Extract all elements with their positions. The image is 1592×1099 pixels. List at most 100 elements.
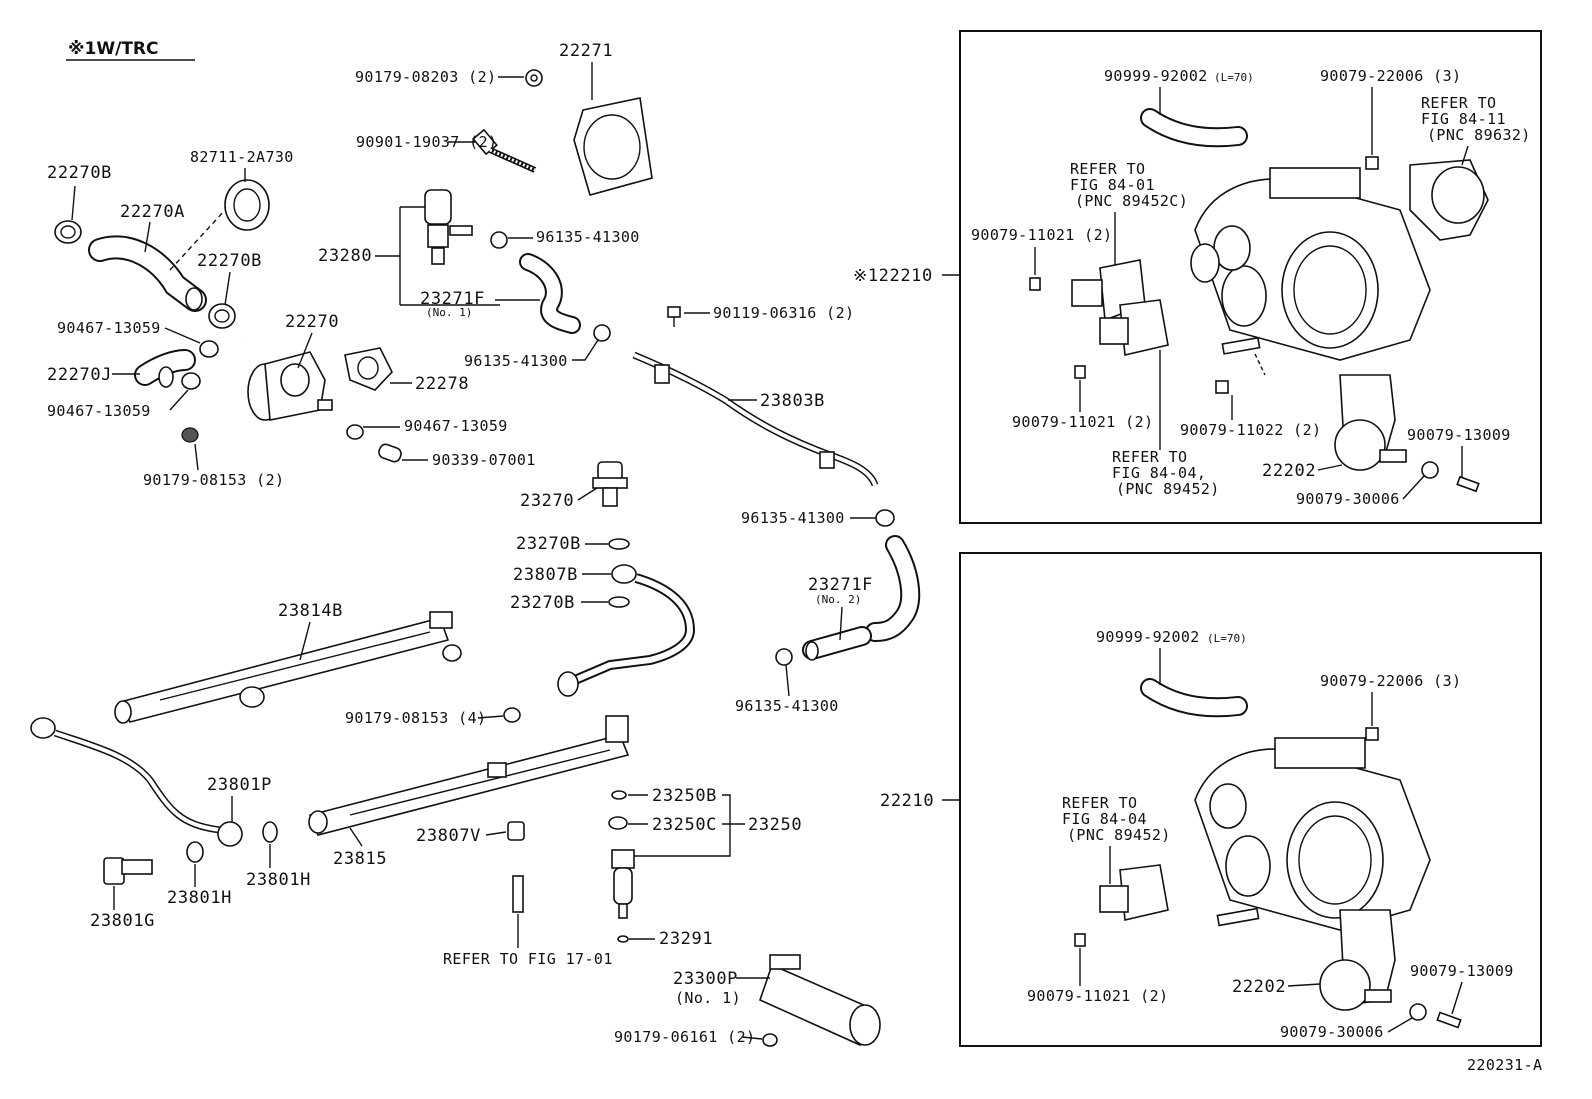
bolt-23801g [103, 857, 153, 885]
detail-box-upper [959, 30, 1542, 524]
upper-label-90999-note: (L=70) [1214, 71, 1254, 84]
label-90339-07001: 90339-07001 [432, 451, 536, 469]
label-23291: 23291 [659, 929, 713, 949]
lower-refer-84-04-l3: (PNC 89452) [1067, 826, 1171, 844]
leader-22270b-a [71, 185, 76, 221]
gasket-22271 [573, 97, 653, 196]
label-23807v: 23807V [416, 826, 481, 846]
union-23807b [557, 564, 696, 697]
upper-refer-84-11-l2: FIG 84-11 [1421, 110, 1506, 128]
screw-90079-11021-upper-a [1029, 277, 1041, 291]
label-23803b: 23803B [760, 391, 825, 411]
label-90901-19037: 90901-19037 (2) [356, 133, 497, 151]
leader-90467-a [164, 327, 201, 344]
dashed-leader-upper [1254, 353, 1266, 376]
label-96135-41300-b: 96135-41300 [464, 352, 568, 370]
leader-22270a [144, 221, 151, 253]
clip-90467-a [199, 340, 219, 358]
leader-90179-06161 [741, 1036, 763, 1040]
lower-refer-84-04-l1: REFER TO [1062, 794, 1137, 812]
lower-label-90079-30006: 90079-30006 [1280, 1023, 1384, 1041]
label-90179-06161: 90179-06161 (2) [614, 1028, 755, 1046]
leader-96135-d [785, 664, 790, 697]
lower-label-22202: 22202 [1232, 977, 1286, 997]
hose-90999-lower [1140, 678, 1248, 718]
label-22271: 22271 [559, 41, 613, 61]
washer-90079-30006-upper [1421, 461, 1439, 479]
label-23815: 23815 [333, 849, 387, 869]
vsv-23280 [424, 189, 473, 265]
dashed-leader-82711 [169, 209, 226, 271]
upper-label-90079-11022: 90079-11022 (2) [1180, 421, 1321, 439]
collar-23807v [507, 821, 525, 841]
figure-id: 220231-A [1467, 1056, 1542, 1074]
lower-label-90999-92002: 90999-92002 [1096, 628, 1200, 646]
leader-96135-b [572, 339, 599, 361]
screw-90079-11021-lower [1074, 933, 1086, 947]
clip-96135-c [875, 509, 895, 527]
leader-90179-08153-4 [477, 715, 504, 719]
lower-refer-84-04-l2: FIG 84-04 [1062, 810, 1147, 828]
leader-23271f-2 [839, 606, 843, 641]
leader-23250 [634, 794, 745, 857]
leader-90467-b [169, 389, 189, 411]
nut-90179-08153-4 [503, 707, 521, 723]
upper-leader-22202 [1317, 464, 1343, 471]
upper-refer-84-04-l1: REFER TO [1112, 448, 1187, 466]
gasket-23801h-a [186, 841, 204, 863]
upper-label-90079-11021-a: 90079-11021 (2) [971, 226, 1112, 244]
label-23250c: 23250C [652, 815, 717, 835]
leader-23270 [577, 487, 598, 501]
bolt-90079-22006-upper [1365, 156, 1379, 170]
isc-valve-22202-upper [1334, 374, 1407, 471]
valve-22270 [244, 330, 333, 421]
injector-23250 [608, 790, 635, 943]
clip-96135-a [490, 231, 508, 249]
label-22270b-b: 22270B [197, 251, 262, 271]
bolt-90079-13009-lower [1436, 1011, 1462, 1029]
clip-96135-b [593, 324, 611, 342]
gasket-23270b-b [608, 596, 630, 608]
upper-label-90079-13009: 90079-13009 [1407, 426, 1511, 444]
bolt-90179-08203 [525, 69, 543, 87]
label-90179-08153-4: 90179-08153 (4) [345, 709, 486, 727]
hose-clip-82711 [224, 179, 270, 231]
isc-valve-22202-lower [1319, 909, 1396, 1011]
sensor-84-04-upper [1099, 299, 1169, 356]
hose-23271f-no1 [519, 253, 581, 334]
fuel-rail-23814b [114, 611, 462, 724]
upper-label-90999-92002: 90999-92002 [1104, 67, 1208, 85]
label-23814b: 23814B [278, 601, 343, 621]
label-23271f-1-note: (No. 1) [426, 306, 472, 319]
lower-leader-30006 [1387, 1017, 1413, 1033]
gasket-23270b-a [608, 538, 630, 550]
clamp-22270b-mid [208, 303, 236, 329]
bolt-90901-19037 [472, 128, 537, 173]
upper-refer-84-01-l1: REFER TO [1070, 160, 1145, 178]
throttle-body-lower [1194, 737, 1431, 931]
label-refer-17-01: REFER TO FIG 17-01 [443, 950, 613, 968]
hose-90999-upper [1140, 108, 1248, 148]
leader-22270 [297, 332, 313, 369]
label-23300p-note: (No. 1) [675, 989, 741, 1007]
hose-22270a [88, 235, 207, 312]
label-23271f-2: 23271F [808, 575, 873, 595]
label-22270a: 22270A [120, 202, 185, 222]
label-23270b-a: 23270B [516, 534, 581, 554]
upper-refer-84-01-l3: (PNC 89452C) [1075, 192, 1188, 210]
screw-90079-11022-upper [1215, 380, 1229, 394]
damper-23270 [592, 461, 628, 507]
lower-label-90079-13009: 90079-13009 [1410, 962, 1514, 980]
pipe-23801p [30, 717, 243, 847]
label-23271f-1: 23271F [420, 289, 485, 309]
upper-refer-84-04-l3: (PNC 89452) [1116, 480, 1220, 498]
bolt-90079-13009-upper [1456, 475, 1480, 493]
label-23801g: 23801G [90, 911, 155, 931]
upper-label-90079-11021-b: 90079-11021 (2) [1012, 413, 1153, 431]
label-96135-41300-a: 96135-41300 [536, 228, 640, 246]
leader-23815 [349, 827, 363, 847]
lower-label-90079-22006: 90079-22006 (3) [1320, 672, 1461, 690]
diagram-title: ※1W/TRC [68, 39, 158, 59]
label-23801h-a: 23801H [167, 888, 232, 908]
